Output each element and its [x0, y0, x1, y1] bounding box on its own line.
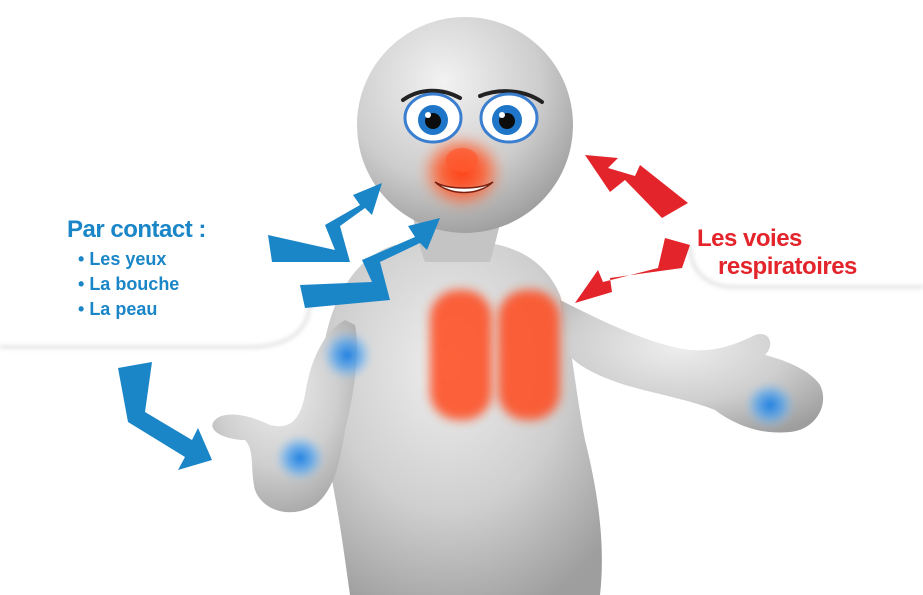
- red-arrow-to-chest: [575, 238, 690, 303]
- left-hand-skin-glow: [274, 434, 326, 482]
- right-eye-highlight: [499, 112, 505, 118]
- respiratory-arrows: [575, 155, 690, 303]
- contact-title: Par contact :: [67, 216, 206, 244]
- right-hand-skin-glow: [744, 381, 796, 429]
- contact-item-mouth: La bouche: [78, 272, 179, 297]
- left-arm-skin-glow: [321, 329, 373, 381]
- contact-item-skin: La peau: [78, 297, 179, 322]
- red-arrow-to-head: [585, 155, 688, 218]
- right-lung-glow: [498, 290, 560, 420]
- left-eye-highlight: [425, 112, 431, 118]
- contact-route-list: Les yeux La bouche La peau: [78, 247, 179, 322]
- contact-item-eyes: Les yeux: [78, 247, 179, 272]
- respiratory-title-line-1: Les voies: [697, 225, 802, 253]
- nose: [446, 148, 478, 172]
- respiratory-title-line-2: respiratoires: [718, 253, 857, 281]
- left-lung-glow: [430, 290, 492, 420]
- blue-arrow-to-hand: [118, 362, 212, 470]
